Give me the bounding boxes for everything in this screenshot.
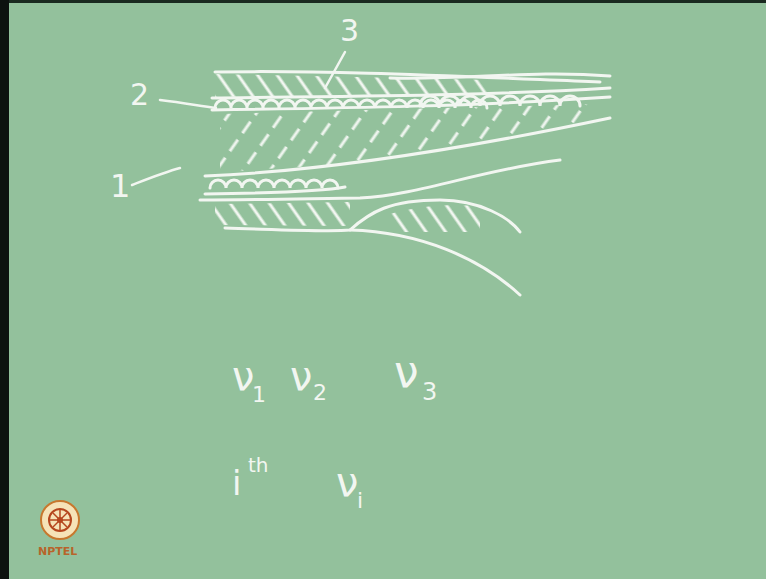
symbol-letter: ν	[290, 356, 312, 396]
symbol-subscript: 2	[313, 382, 327, 404]
board-edge	[0, 0, 766, 3]
board-edge	[0, 0, 9, 579]
symbol-letter: ν	[232, 356, 254, 396]
callout-number: 3	[340, 16, 359, 46]
symbol-subscript: i	[357, 490, 363, 512]
cell-layer	[210, 180, 338, 188]
symbol-letter: ν	[394, 350, 419, 394]
leader-line	[325, 52, 345, 88]
callout-number: 2	[130, 80, 149, 110]
symbol-letter: ν	[336, 462, 358, 502]
superscript-text: th	[248, 455, 269, 475]
layer-boundary	[205, 118, 610, 176]
index-letter: i	[232, 466, 241, 500]
leader-line	[160, 100, 216, 108]
leader-line	[132, 168, 180, 185]
nptel-logo	[41, 501, 79, 539]
callout-number: 1	[110, 170, 130, 202]
symbol-subscript: 3	[422, 380, 437, 404]
logo-text: NPTEL	[38, 546, 77, 557]
symbol-subscript: 1	[252, 384, 266, 406]
